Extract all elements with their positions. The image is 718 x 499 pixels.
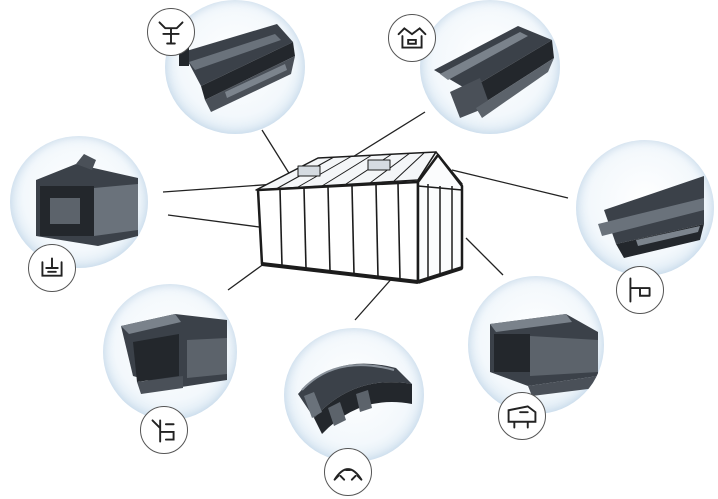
ridge-section-icon <box>388 14 436 62</box>
profile-bubble-corner-post <box>103 284 237 420</box>
profile-bubble-ridge-bar <box>420 0 560 134</box>
sill-section-icon <box>498 392 546 440</box>
profile-bubble-arched-gutter <box>284 328 424 462</box>
leader-right <box>451 169 569 199</box>
side-bar-section-icon <box>28 244 76 292</box>
profile-bubble-side-glazing-bar <box>10 136 148 268</box>
profile-bubble-eaves-bar <box>576 140 714 276</box>
glazing-bar-section-icon <box>147 8 195 56</box>
leader-bottom-right <box>465 237 504 276</box>
gutter-section-icon <box>324 448 372 496</box>
profile-bubble-base-sill <box>468 276 604 414</box>
eaves-section-icon <box>616 266 664 314</box>
leader-top-left <box>261 129 293 179</box>
corner-section-icon <box>140 406 188 454</box>
